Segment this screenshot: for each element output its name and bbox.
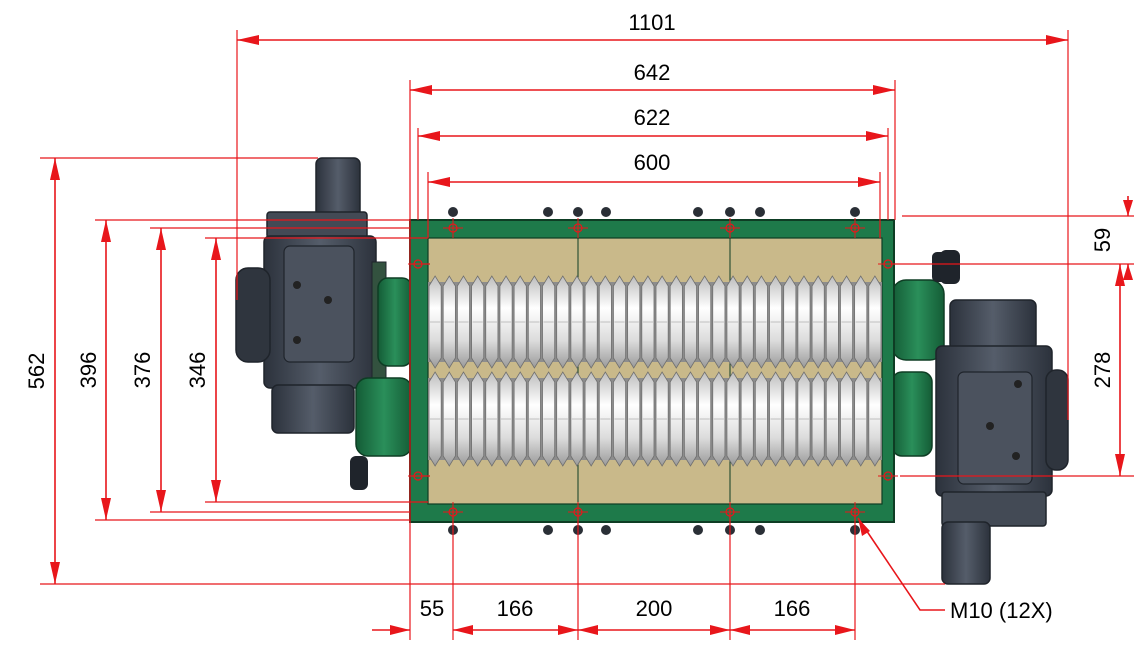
dim-hole-spacing-1: 166 bbox=[497, 596, 534, 621]
upper-blade-shaft bbox=[428, 275, 882, 369]
dim-hole-spacing-2: 200 bbox=[636, 596, 673, 621]
adjust-knob-left bbox=[350, 456, 368, 490]
dim-bottom-edge-offset: 55 bbox=[420, 596, 444, 621]
dim-height-396: 396 bbox=[76, 352, 101, 389]
dim-top-offset: 59 bbox=[1090, 228, 1115, 252]
dim-overall-height: 562 bbox=[24, 353, 49, 390]
dim-frame-outer-width: 642 bbox=[634, 60, 671, 85]
right-motor bbox=[932, 252, 1069, 585]
dim-height-376: 376 bbox=[130, 352, 155, 389]
callout-bolt-spec: M10 (12X) bbox=[950, 598, 1053, 623]
adjust-knob-right bbox=[940, 250, 960, 284]
dim-height-346: 346 bbox=[185, 352, 210, 389]
shredder-machine bbox=[235, 157, 1069, 585]
right-bearing-housings bbox=[891, 279, 945, 457]
dim-frame-inner-width: 600 bbox=[634, 150, 671, 175]
dim-hole-spacing-3: 166 bbox=[774, 596, 811, 621]
dimension-lines: 1101 642 622 600 562 396 376 bbox=[24, 10, 1134, 640]
lower-blade-shaft bbox=[428, 371, 882, 467]
dim-overall-width: 1101 bbox=[628, 10, 675, 35]
left-bearing-housings bbox=[355, 277, 413, 457]
main-frame bbox=[409, 219, 895, 523]
dim-hole-spacing-vertical: 278 bbox=[1090, 352, 1115, 389]
mounting-bolts bbox=[408, 207, 898, 535]
dim-frame-mid-width: 622 bbox=[634, 105, 671, 130]
